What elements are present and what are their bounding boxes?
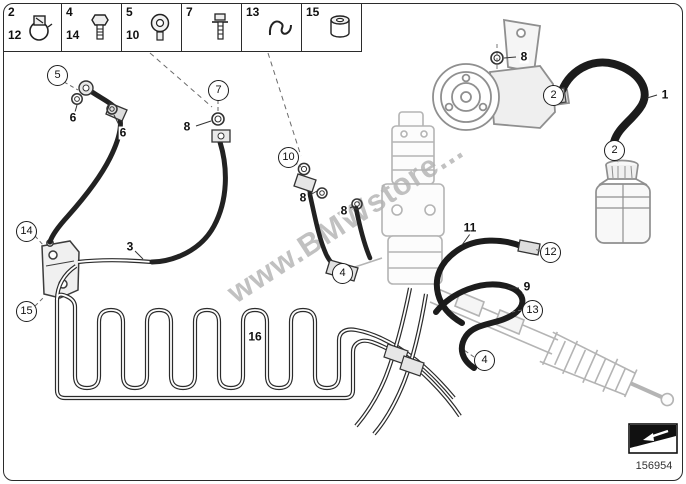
callout-12[interactable]: 12 <box>540 242 561 263</box>
label-8-a[interactable]: 8 <box>182 119 192 134</box>
label-11[interactable]: 11 <box>462 220 478 235</box>
legend-cell-bolt-washer[interactable]: 7 <box>181 4 241 51</box>
grommet-icon <box>330 15 350 38</box>
legend-cell-clamp[interactable]: 2 12 <box>4 4 61 51</box>
pressure-hose-7 <box>149 112 231 265</box>
callout-4-b[interactable]: 4 <box>474 350 495 371</box>
legend-number: 4 <box>66 5 73 19</box>
pump-o-ring <box>490 51 504 65</box>
legend-leader-lines <box>149 52 302 157</box>
callout-13[interactable]: 13 <box>522 300 543 321</box>
return-hose-9 <box>433 281 526 371</box>
suction-hose-upper <box>47 80 128 245</box>
callout-15[interactable]: 15 <box>16 301 37 322</box>
label-8-c[interactable]: 8 <box>339 203 349 218</box>
label-6-b[interactable]: 6 <box>118 125 128 140</box>
legend-cell-banjo-bolt[interactable]: 5 10 <box>121 4 181 51</box>
legend-number: 15 <box>306 5 320 19</box>
diagram-number: 156954 <box>635 460 673 472</box>
legend-number: 2 <box>8 5 15 19</box>
label-1[interactable]: 1 <box>660 87 670 102</box>
label-3[interactable]: 3 <box>125 239 135 254</box>
hex-bolt-icon <box>91 14 109 40</box>
legend-number: 5 <box>126 5 133 19</box>
legend-cell-grommet[interactable]: 15 <box>301 4 362 51</box>
hose-clamp-icon <box>29 15 53 41</box>
label-leaders <box>74 56 658 289</box>
callout-7[interactable]: 7 <box>208 80 229 101</box>
label-9[interactable]: 9 <box>522 279 532 294</box>
callout-4-a[interactable]: 4 <box>332 263 353 284</box>
legend-number: 7 <box>186 5 193 19</box>
rack-pipes <box>354 287 429 436</box>
spring-clip-icon <box>268 20 292 36</box>
label-6-a[interactable]: 6 <box>68 110 78 125</box>
pressure-hose-1 <box>551 58 649 146</box>
label-8-b[interactable]: 8 <box>298 190 308 205</box>
cooler-pipe-3 <box>77 258 153 265</box>
banjo-bolt-icon <box>150 13 170 41</box>
cooler-coil <box>54 264 462 418</box>
travel-direction-icon <box>628 423 678 454</box>
legend-cell-hex-bolt[interactable]: 4 14 <box>61 4 121 51</box>
fluid-reservoir <box>595 151 651 244</box>
legend-number: 13 <box>246 5 260 19</box>
legend-number: 14 <box>66 28 80 42</box>
callout-2-a[interactable]: 2 <box>543 85 564 106</box>
callout-10[interactable]: 10 <box>278 147 299 168</box>
callout-5[interactable]: 5 <box>47 65 68 86</box>
rack-bellows <box>539 331 675 407</box>
power-steering-pump <box>432 18 571 131</box>
callout-2-b[interactable]: 2 <box>604 140 625 161</box>
label-16[interactable]: 16 <box>247 329 263 344</box>
legend-number: 12 <box>8 28 22 42</box>
label-8-d[interactable]: 8 <box>519 49 529 64</box>
parts-legend: 2 12 4 14 5 10 <box>4 4 362 52</box>
legend-cell-spring-clip[interactable]: 13 <box>241 4 301 51</box>
steering-rack <box>327 111 675 407</box>
return-hose-11 <box>433 237 541 326</box>
callout-14[interactable]: 14 <box>16 221 37 242</box>
bolt-washer-icon <box>212 13 228 40</box>
legend-number: 10 <box>126 28 140 42</box>
